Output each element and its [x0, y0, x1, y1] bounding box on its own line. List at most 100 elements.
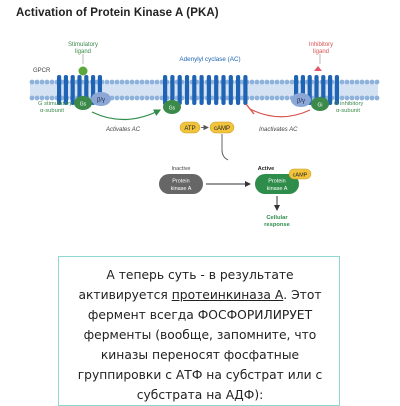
lipid-head	[279, 79, 285, 85]
lipid-head	[34, 79, 40, 85]
lipid-head	[49, 95, 55, 101]
adenylyl-cyclase	[163, 75, 248, 105]
inhibitory-ligand	[314, 66, 322, 71]
lipid-head	[114, 95, 120, 101]
lipid-head	[254, 79, 260, 85]
activates-ac-arrow	[91, 109, 162, 121]
lipid-head	[374, 79, 380, 85]
svg-text:α-subunit: α-subunit	[40, 108, 64, 114]
lipid-head	[139, 79, 145, 85]
lipid-head	[269, 79, 275, 85]
camp-to-pka-arrow	[221, 134, 229, 161]
g-inhib-alpha-subunit	[311, 97, 329, 111]
lipid-head	[134, 79, 140, 85]
g-stim-alpha-subunit	[74, 96, 92, 110]
diagram-title: Activation of Protein Kinase A (PKA)	[16, 7, 219, 19]
svg-text:kinase A: kinase A	[267, 186, 288, 192]
lipid-head	[354, 79, 360, 85]
lipid-head	[144, 79, 150, 85]
transmembrane-helix	[228, 75, 233, 105]
lipid-head	[149, 95, 155, 101]
lipid-head	[34, 95, 40, 101]
lipid-head	[39, 79, 45, 85]
lipid-head	[39, 95, 45, 101]
lipid-head	[239, 95, 245, 101]
lipid-head	[339, 95, 345, 101]
note-line: активируется протеинкиназа А. Этот	[78, 288, 322, 302]
svg-text:ligand: ligand	[313, 49, 329, 55]
transmembrane-helix	[57, 75, 62, 105]
svg-text:Cellular: Cellular	[266, 215, 288, 221]
active-camp-badge	[288, 168, 312, 180]
lipid-head	[239, 79, 245, 85]
lipid-head	[104, 79, 110, 85]
inhibitory-ligand-label: Inhibitory	[309, 42, 333, 48]
lipid-head	[269, 95, 275, 101]
lipid-head	[264, 79, 270, 85]
note-line: ферменты (вообще, запомните, что	[83, 328, 317, 342]
lipid-head	[29, 95, 35, 101]
lipid-head	[259, 95, 265, 101]
note-line: А теперь суть - в результате	[106, 268, 294, 282]
transmembrane-helix	[192, 75, 197, 105]
svg-text:Gs: Gs	[80, 102, 87, 108]
svg-text:β/γ: β/γ	[297, 99, 305, 105]
lipid-head	[274, 79, 280, 85]
pka-activation-diagram: Gs β/γ Gs β/γ Gi ATP cAMP Inactive Prote…	[29, 42, 380, 228]
transmembrane-helix	[236, 75, 241, 105]
inactivates-ac-label: Inactivates AC	[259, 127, 298, 133]
svg-text:Gs: Gs	[169, 106, 176, 112]
lipid-head	[369, 79, 375, 85]
note-text: А теперь суть - в результате активируетс…	[59, 265, 341, 405]
lipid-head	[119, 95, 125, 101]
svg-text:response: response	[264, 222, 291, 228]
stimulatory-ligand-label: Stimulatory	[68, 42, 98, 48]
transmembrane-helix	[243, 75, 248, 105]
lipid-head	[134, 95, 140, 101]
explanation-note: А теперь суть - в результате активируетс…	[58, 256, 340, 406]
beta-gamma-left	[91, 92, 111, 106]
lipid-head	[129, 79, 135, 85]
svg-text:Protein: Protein	[172, 179, 189, 185]
lipid-head	[354, 95, 360, 101]
lipid-head	[114, 79, 120, 85]
g-stim-label: G stimulatory	[38, 101, 72, 107]
lipid-head	[344, 79, 350, 85]
transmembrane-helix	[199, 75, 204, 105]
lipid-head	[29, 79, 35, 85]
lipid-head	[359, 79, 365, 85]
transmembrane-helix	[170, 75, 175, 105]
lipid-head	[374, 95, 380, 101]
lipid-head	[349, 95, 355, 101]
lipid-head	[259, 79, 265, 85]
lipid-head	[369, 95, 375, 101]
svg-text:Active: Active	[258, 166, 275, 172]
transmembrane-helix	[163, 75, 168, 105]
lipid-head	[124, 79, 130, 85]
lipid-head	[119, 79, 125, 85]
lipid-head	[254, 95, 260, 101]
inactivates-ac-line	[249, 108, 311, 118]
lipid-head	[154, 79, 160, 85]
lipid-head	[289, 79, 295, 85]
transmembrane-helix	[328, 75, 333, 105]
inactive-pka	[159, 174, 203, 194]
g-inhib-label: G inhibitory	[334, 101, 363, 107]
transmembrane-helix	[214, 75, 219, 105]
transmembrane-helix	[184, 75, 190, 105]
lipid-head	[49, 79, 55, 85]
lipid-head	[284, 95, 290, 101]
lipid-head	[359, 95, 365, 101]
lipid-head	[224, 95, 230, 101]
lipid-head	[349, 79, 355, 85]
note-line: группировки с АТФ на субстрат или с	[77, 368, 323, 382]
svg-text:Inactive: Inactive	[172, 166, 191, 172]
note-line: субстрата на АДФ):	[136, 388, 264, 402]
svg-text:Gi: Gi	[318, 103, 323, 109]
lipid-head	[149, 79, 155, 85]
activates-ac-label: Activates AC	[105, 127, 141, 133]
active-pka	[255, 174, 299, 194]
lipid-head	[154, 95, 160, 101]
transmembrane-helix	[221, 75, 226, 105]
lipid-head	[279, 95, 285, 101]
